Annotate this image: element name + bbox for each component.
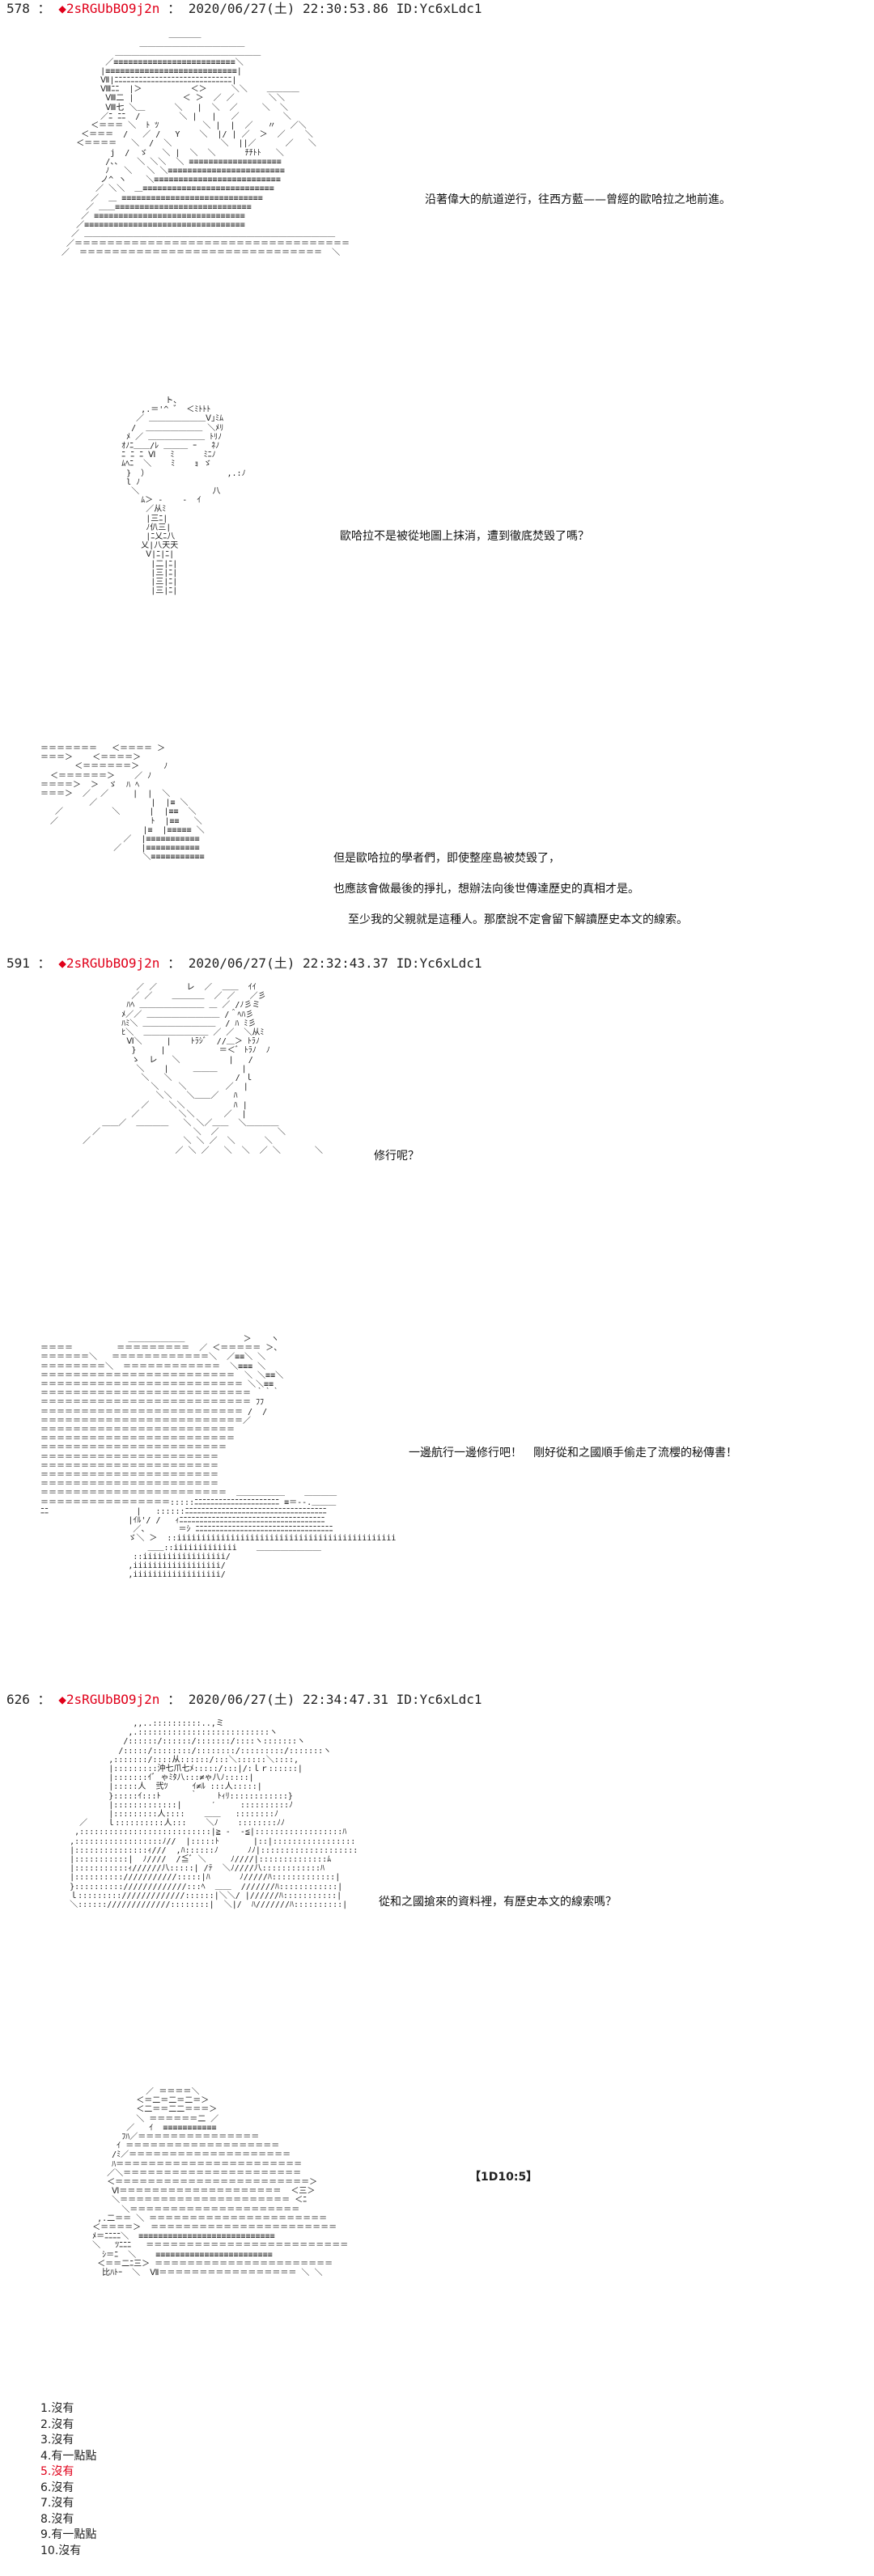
post-header: 591 ： ◆2sRGUbBO9j2n ： 2020/06/27(土) 22:3… [6, 955, 482, 972]
separator: ： [37, 1692, 51, 1707]
choice-item: 3.沒有 [40, 2434, 74, 2447]
post-header: 578 ： ◆2sRGUbBO9j2n ： 2020/06/27(土) 22:3… [6, 0, 482, 18]
narration-caption: 至少我的父親就是這種人。那麼說不定會留下解讀歷史本文的線索。 [348, 913, 688, 926]
choice-item: 2.沒有 [40, 2417, 74, 2431]
separator: ： [37, 955, 51, 971]
choice-item: 9.有一點點 [40, 2528, 97, 2541]
separator: ： [168, 955, 181, 971]
dice-roll-result: 【1D10:5】 [469, 2171, 538, 2184]
tripcode[interactable]: ◆2sRGUbBO9j2n [58, 955, 160, 971]
separator: ： [37, 1, 51, 16]
dialogue-caption: 一邊航行一邊修行吧！ 剛好從和之國順手偷走了流櫻的秘傳書！ [409, 1447, 737, 1460]
ruins-ascii-art: ＝＝＝＝＝＝＝ ＜＝＝＝＝ ＞ ＝＝＝＞ ＜＝＝＝＝＞ ＜＝＝＝＝＝＝＞ ﾉ ＜… [40, 744, 205, 862]
tripcode[interactable]: ◆2sRGUbBO9j2n [58, 1, 160, 16]
narration-caption: 也應該會做最後的掙扎，想辦法向後世傳達歷史的真相才是。 [333, 883, 639, 896]
separator: ： [168, 1692, 181, 1707]
choice-item: 4.有一點點 [40, 2449, 97, 2463]
post-number: 626 [6, 1692, 30, 1707]
post-datetime: 2020/06/27(土) 22:34:47.31 [188, 1692, 388, 1707]
dialogue-caption: 修行呢？ [374, 1150, 419, 1163]
post-number: 591 [6, 955, 30, 971]
choice-item: 7.沒有 [40, 2497, 74, 2510]
post-id[interactable]: ID:Yc6xLdc1 [396, 1, 482, 16]
ship-deck-ascii-art: ＿＿＿＿＿＿＿ ＞ ヽ ＝＝＝＝ ＝＝＝＝＝＝＝＝＝ ／ ＜＝＝＝＝＝ ＞、 ＝… [40, 1335, 397, 1580]
separator: ： [168, 1, 181, 16]
choice-list: 1.沒有 2.沒有 3.沒有 4.有一點點 5.沒有 6.沒有 7.沒有 8.沒… [40, 2401, 96, 2559]
sea-monster-ascii-art: ／ ＝＝＝＝＼ ＜＝二＝二＝二＝＞ ＜二＝＝二二＝＝＝＞ ＼ ＝＝＝＝＝＝二 ／… [92, 2087, 349, 2278]
choice-item: 6.沒有 [40, 2481, 74, 2494]
narration-caption: 歐哈拉不是被從地圖上抹消，遭到徹底焚毀了嗎？ [340, 530, 589, 543]
post-id[interactable]: ID:Yc6xLdc1 [396, 1692, 482, 1707]
post-datetime: 2020/06/27(土) 22:32:43.37 [188, 955, 388, 971]
post-number: 578 [6, 1, 30, 16]
narration-caption: 沿著偉大的航道逆行，往西方藍——曾經的歐哈拉之地前進。 [425, 193, 731, 206]
character-ascii-art: ト、 ,.＝'^ ゛ ＜ﾐﾄﾄﾄ ／ ＿＿＿＿＿＿＿Ⅴ｣ﾐﾑ / ＿＿＿＿＿＿＿… [121, 396, 246, 596]
ship-ascii-art: ＿＿＿＿ ＿＿＿＿＿＿＿＿＿＿＿＿＿ ＿＿＿＿＿＿＿＿＿＿＿＿＿＿＿＿＿＿ ／≡… [62, 31, 350, 257]
dialogue-caption: 從和之國搶來的資料裡，有歷史本文的線索嗎？ [379, 1896, 617, 1909]
post-datetime: 2020/06/27(土) 22:30:53.86 [188, 1, 388, 16]
narration-caption: 但是歐哈拉的學者們，即使整座島被焚毀了， [333, 852, 560, 865]
choice-item: 8.沒有 [40, 2512, 74, 2526]
tripcode[interactable]: ◆2sRGUbBO9j2n [58, 1692, 160, 1707]
choice-item: 1.沒有 [40, 2402, 74, 2415]
character-ascii-art: ／ ／ レ ／ ＿＿ ｲｲ ／ ／ ＿＿＿＿ ／ ／ ／彡 ﾊﾍ ＿＿＿＿＿＿＿… [83, 983, 323, 1155]
post-id[interactable]: ID:Yc6xLdc1 [396, 955, 482, 971]
choice-item-selected: 5.沒有 [40, 2465, 74, 2478]
post-header: 626 ： ◆2sRGUbBO9j2n ： 2020/06/27(土) 22:3… [6, 1691, 482, 1709]
character-ascii-art: ,,..::::::::::..,ミ ,.:::::::::::::::::::… [70, 1719, 356, 1910]
choice-item: 10.沒有 [40, 2544, 82, 2557]
